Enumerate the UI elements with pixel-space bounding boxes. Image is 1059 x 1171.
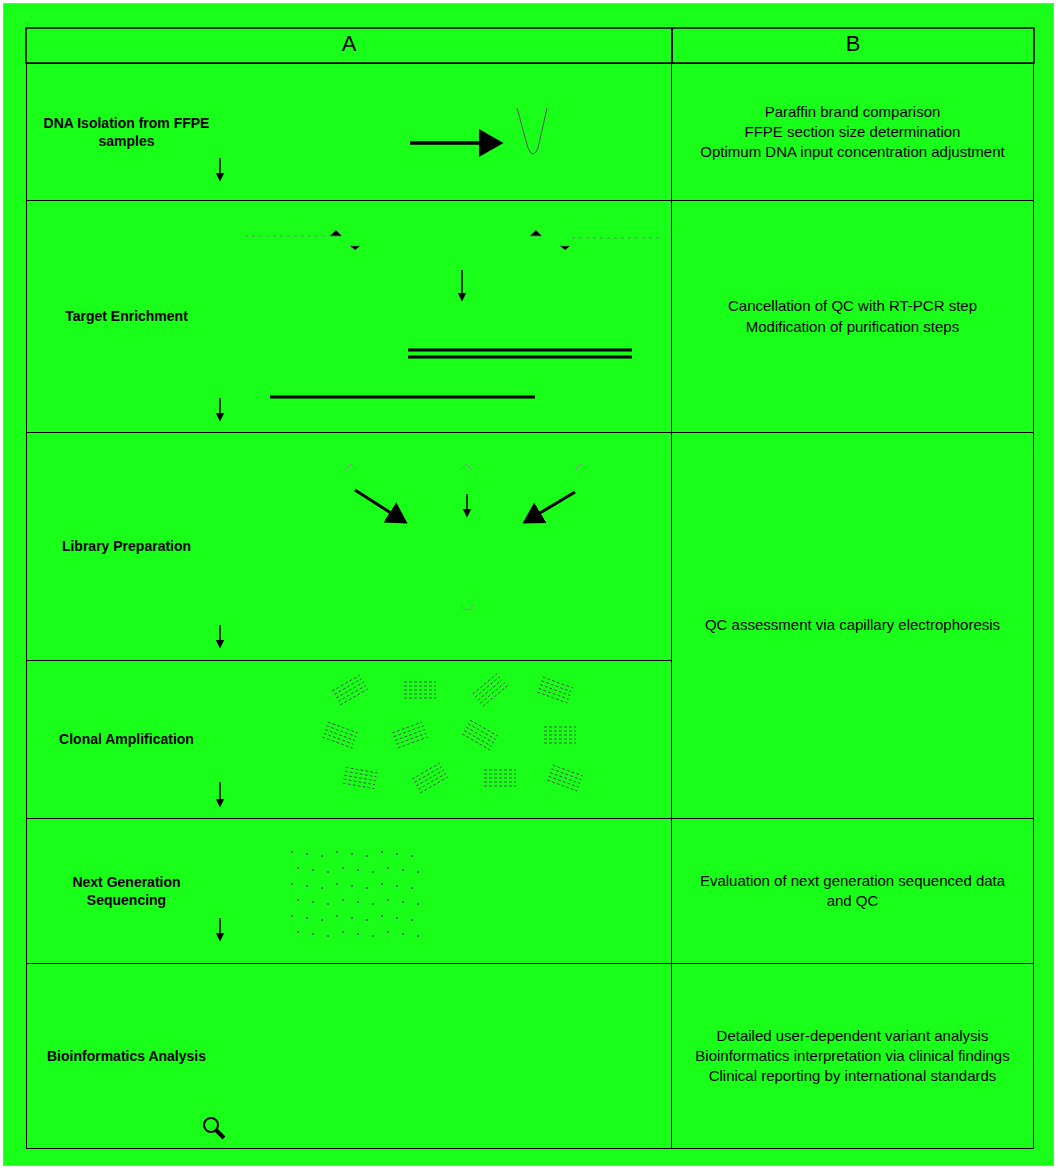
step-cell: DNA Isolation from FFPE samples xyxy=(26,63,672,201)
detail-cell: Cancellation of QC with RT-PCR stepModif… xyxy=(671,200,1034,433)
column-header: B xyxy=(672,31,1034,57)
process-arrow xyxy=(461,270,463,300)
step-label: Bioinformatics Analysis xyxy=(39,1047,214,1065)
dna-strand xyxy=(270,396,535,399)
detail-text: QC assessment via capillary electrophore… xyxy=(688,615,1018,635)
detail-text: FFPE section size determination xyxy=(688,122,1018,142)
adapter-sketch xyxy=(345,464,587,610)
step-label: Target Enrichment xyxy=(39,307,214,325)
read-dots xyxy=(291,851,419,937)
detail-cell: Paraffin brand comparisonFFPE section si… xyxy=(671,63,1034,201)
detail-text: Detailed user-dependent variant analysis… xyxy=(688,1026,1018,1067)
detail-cell: Evaluation of next generation sequenced … xyxy=(671,818,1034,964)
detail-text: Evaluation of next generation sequenced … xyxy=(688,871,1018,912)
header-cell xyxy=(26,28,672,63)
process-arrow xyxy=(410,141,500,145)
step-cell: Next Generation Sequencing xyxy=(26,818,672,964)
step-cell: Clonal Amplification xyxy=(26,660,672,819)
detail-text: Modification of purification steps xyxy=(688,317,1018,337)
step-label: Library Preparation xyxy=(39,537,214,555)
process-arrow xyxy=(355,490,405,522)
primer-sketch xyxy=(245,230,660,250)
cluster-sketch xyxy=(322,674,583,793)
step-cell: Library Preparation xyxy=(26,432,672,661)
background-panel xyxy=(3,3,1054,1166)
detail-cell: Detailed user-dependent variant analysis… xyxy=(671,963,1034,1149)
step-label: DNA Isolation from FFPE samples xyxy=(39,114,214,150)
header-cell xyxy=(672,28,1034,63)
step-label: Next Generation Sequencing xyxy=(39,873,214,909)
flow-arrows xyxy=(219,158,221,940)
column-header: A xyxy=(26,31,672,57)
magnifier-icon xyxy=(204,1118,224,1138)
dna-strand xyxy=(408,349,632,352)
dna-strand xyxy=(408,356,632,359)
process-arrow xyxy=(466,494,468,516)
step-cell: Target Enrichment xyxy=(26,200,672,433)
step-label: Clonal Amplification xyxy=(39,730,214,748)
detail-text: Clinical reporting by international stan… xyxy=(688,1066,1018,1086)
process-arrow xyxy=(525,492,575,522)
detail-text: Paraffin brand comparison xyxy=(688,102,1018,122)
detail-cell: QC assessment via capillary electrophore… xyxy=(671,432,1034,819)
detail-text: Cancellation of QC with RT-PCR step xyxy=(688,296,1018,316)
tube-outline xyxy=(517,108,547,154)
step-cell: Bioinformatics Analysis xyxy=(26,963,672,1149)
detail-text: Optimum DNA input concentration adjustme… xyxy=(688,142,1018,162)
